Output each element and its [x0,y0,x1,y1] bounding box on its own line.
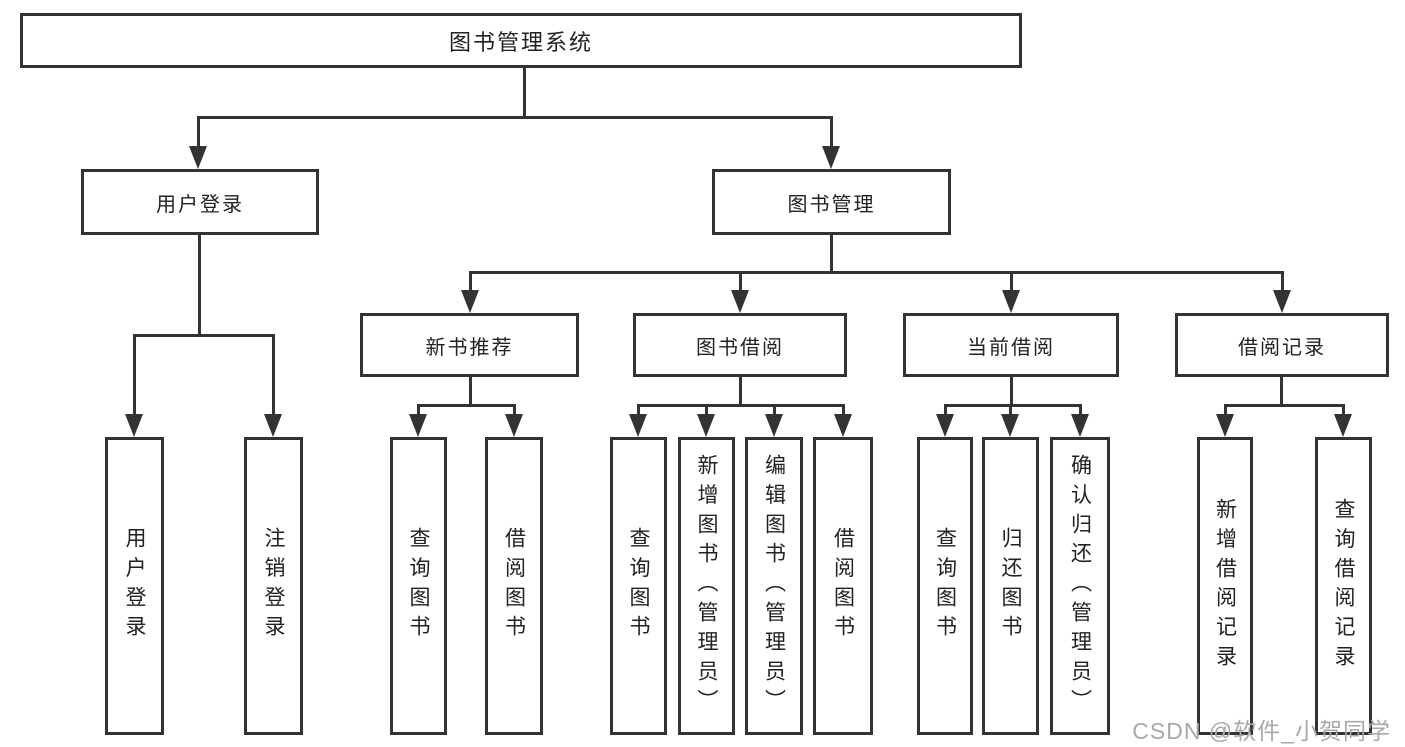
connector-vline [522,68,526,117]
arrow-down-icon [765,414,783,437]
leaf-add-borrow-record: 新增借阅记录 [1197,437,1253,735]
connector-vline [943,405,947,419]
connector-vline [1341,405,1345,419]
arrow-down-icon [505,414,523,437]
node-borrowing-records: 借阅记录 [1175,313,1389,377]
connector-vline [636,405,640,419]
connector-vline [829,235,833,272]
leaf-query-books-borrowing: 查询图书 [610,437,667,735]
node-book-borrowing: 图书借阅 [633,313,847,377]
node-book-management: 图书管理 [712,169,951,235]
leaf-confirm-return-admin: 确认归还（管理员） [1050,437,1110,735]
leaf-query-borrow-record: 查询借阅记录 [1315,437,1372,735]
arrow-down-icon [1216,414,1234,437]
leaf-edit-books-admin: 编辑图书（管理员） [745,437,803,735]
leaf-label: 查询借阅记录 [1332,497,1355,675]
csdn-watermark: CSDN @软件_小贺同学 [1132,718,1391,744]
connector-vline [196,117,200,152]
connector-vline [829,117,833,152]
arrow-down-icon [461,290,479,313]
leaf-label: 新增借阅记录 [1213,497,1237,675]
node-label: 图书借阅 [696,336,784,359]
arrow-down-icon [264,414,282,437]
connector-vline [416,405,420,419]
connector-vline [1078,405,1082,419]
node-label: 图书管理 [787,193,876,216]
arrow-down-icon [409,414,427,437]
leaf-label: 借阅图书 [831,527,855,645]
connector-vline [468,272,472,295]
arrow-down-icon [1002,290,1020,313]
arrow-down-icon [731,290,749,313]
connector-hline [468,270,1284,274]
connector-vline [468,377,472,405]
leaf-add-books-admin: 新增图书（管理员） [678,437,735,735]
arrow-down-icon [1334,414,1352,437]
leaf-label: 用户登录 [123,527,146,645]
leaf-query-books-current: 查询图书 [917,437,973,735]
arrow-down-icon [1273,290,1291,313]
connector-hline [943,403,1082,407]
leaf-label: 注销登录 [262,527,285,645]
leaf-label: 借阅图书 [502,527,526,645]
connector-vline [1280,272,1284,295]
leaf-user-login: 用户登录 [105,437,164,735]
leaf-label: 编辑图书（管理员） [762,453,786,719]
leaf-query-books-recommend: 查询图书 [390,437,447,735]
connector-hline [196,115,833,119]
leaf-label: 新增图书（管理员） [695,453,718,719]
leaf-borrow-books-recommend: 借阅图书 [485,437,543,735]
connector-vline [704,405,708,419]
connector-vline [512,405,516,419]
connector-vline [132,335,136,419]
arrow-down-icon [822,146,840,169]
arrow-down-icon [1071,414,1089,437]
arrow-down-icon [697,414,715,437]
connector-vline [1009,272,1013,295]
connector-vline [271,335,275,419]
leaf-label: 归还图书 [999,527,1022,645]
arrow-down-icon [936,414,954,437]
connector-hline [416,403,516,407]
node-current-borrowing: 当前借阅 [903,313,1119,377]
node-label: 图书管理系统 [448,29,593,55]
connector-vline [772,405,776,419]
connector-vline [738,272,742,295]
connector-vline [1279,377,1283,405]
node-label: 借阅记录 [1238,336,1326,359]
leaf-label: 确认归还（管理员） [1068,453,1092,719]
arrow-down-icon [189,146,207,169]
leaf-logout: 注销登录 [244,437,303,735]
leaf-label: 查询图书 [933,527,957,645]
arrow-down-icon [629,414,647,437]
node-library-management-system: 图书管理系统 [20,13,1022,68]
connector-vline [738,377,742,405]
connector-vline [197,235,201,335]
connector-hline [1223,403,1345,407]
connector-hline [636,403,845,407]
leaf-label: 查询图书 [627,527,650,645]
node-label: 当前借阅 [967,336,1055,359]
connector-vline [1009,377,1013,405]
node-label: 用户登录 [156,193,244,216]
connector-vline [1223,405,1227,419]
arrow-down-icon [1001,414,1019,437]
leaf-label: 查询图书 [407,527,430,645]
leaf-borrow-books: 借阅图书 [813,437,873,735]
connector-vline [1008,405,1012,419]
node-new-book-recommendation: 新书推荐 [360,313,579,377]
arrow-down-icon [125,414,143,437]
connector-hline [132,333,275,337]
leaf-return-books: 归还图书 [982,437,1039,735]
arrow-down-icon [834,414,852,437]
node-label: 新书推荐 [425,336,514,359]
connector-vline [841,405,845,419]
node-user-login: 用户登录 [81,169,319,235]
